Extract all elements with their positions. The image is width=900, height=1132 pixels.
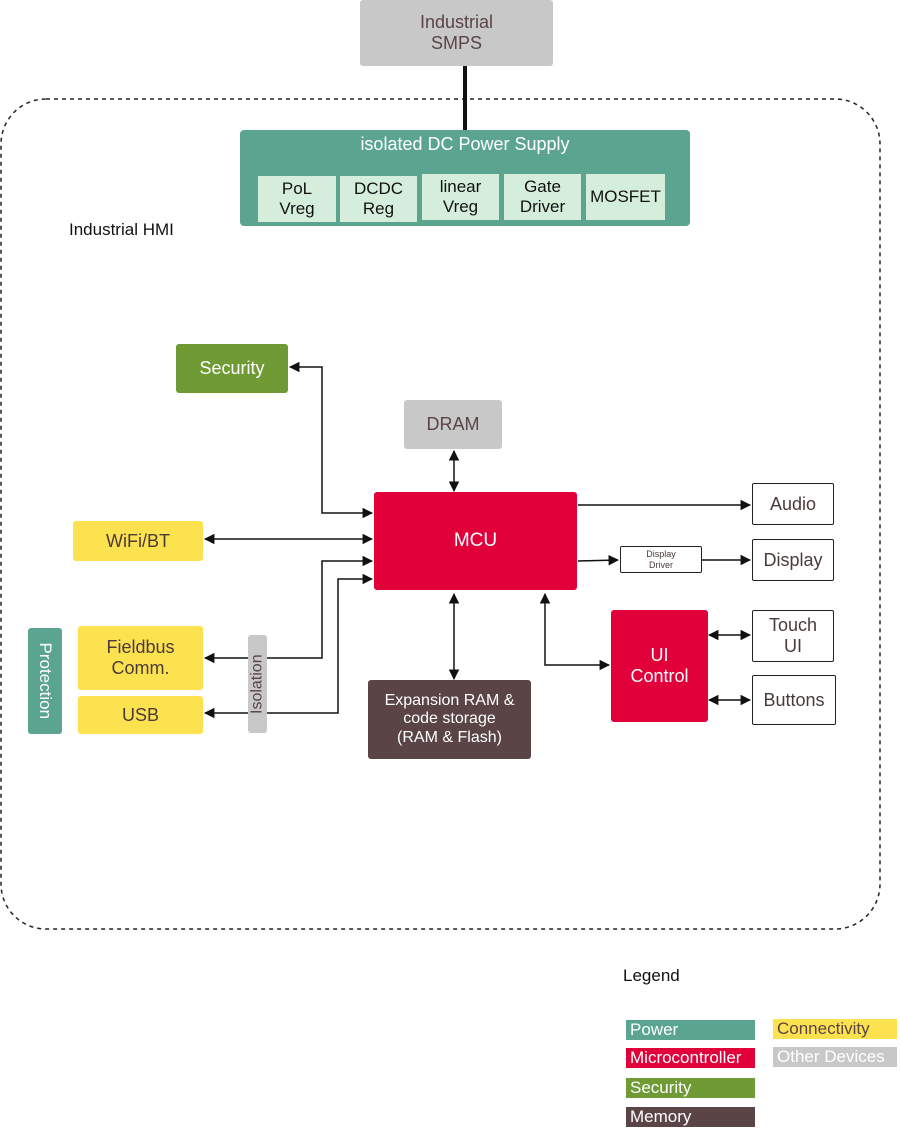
legend-title: Legend bbox=[623, 966, 680, 985]
usb-mcu-link bbox=[203, 573, 374, 719]
protection-label: Protection bbox=[35, 642, 55, 720]
audio-block: Audio bbox=[752, 483, 834, 525]
wifi-bt-block: WiFi/BT bbox=[73, 521, 203, 561]
isolation-block: Isolation bbox=[248, 635, 267, 733]
display-driver-block: Display Driver bbox=[620, 546, 702, 573]
linear-vreg-block: linear Vreg bbox=[422, 174, 499, 220]
mosfet-block: MOSFET bbox=[586, 174, 665, 220]
pol-vreg-block: PoL Vreg bbox=[258, 176, 336, 222]
buttons-block: Buttons bbox=[752, 675, 836, 725]
legend-microcontroller: Microcontroller bbox=[626, 1048, 755, 1068]
industrial-smps-block: Industrial SMPS bbox=[360, 0, 553, 66]
usb-block: USB bbox=[78, 696, 203, 734]
security-mcu-link bbox=[288, 361, 374, 519]
mcu-displaydriver-link bbox=[577, 554, 620, 566]
dram-block: DRAM bbox=[404, 400, 502, 449]
gate-driver-block: Gate Driver bbox=[504, 174, 581, 220]
dcdc-reg-block: DCDC Reg bbox=[340, 176, 417, 222]
fieldbus-mcu-link bbox=[203, 555, 374, 664]
legend-connectivity: Connectivity bbox=[773, 1019, 897, 1039]
display-block: Display bbox=[752, 539, 834, 581]
mcu-uicontrol-link bbox=[539, 592, 611, 671]
hmi-boundary bbox=[0, 98, 881, 930]
protection-block: Protection bbox=[28, 628, 62, 734]
mcu-block: MCU bbox=[374, 492, 577, 590]
security-block: Security bbox=[176, 344, 288, 393]
touch-ui-block: Touch UI bbox=[752, 610, 834, 662]
fieldbus-comm-block: Fieldbus Comm. bbox=[78, 626, 203, 690]
ui-control-block: UI Control bbox=[611, 610, 708, 722]
legend-security: Security bbox=[626, 1078, 755, 1098]
power-supply-title: isolated DC Power Supply bbox=[360, 134, 570, 154]
legend-other-devices: Other Devices bbox=[773, 1047, 897, 1067]
legend-power: Power bbox=[626, 1020, 755, 1040]
industrial-hmi-label: Industrial HMI bbox=[69, 220, 174, 239]
expansion-ram-block: Expansion RAM & code storage (RAM & Flas… bbox=[368, 680, 531, 759]
isolation-label: Isolation bbox=[248, 654, 266, 714]
legend-memory: Memory bbox=[626, 1107, 755, 1127]
